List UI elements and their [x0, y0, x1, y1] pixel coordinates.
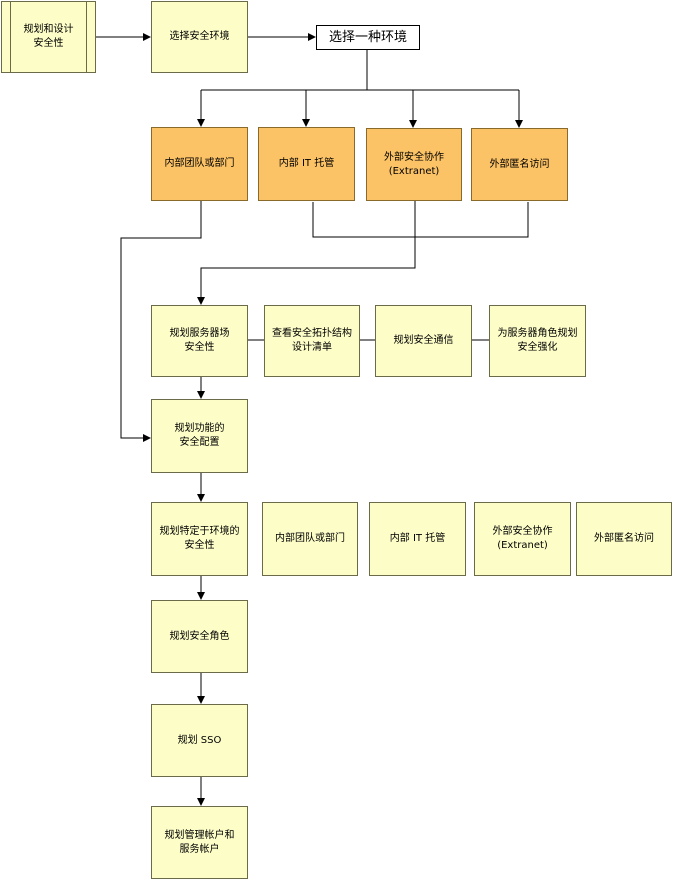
node-plan-farm-security: 规划服务器场 安全性 — [151, 305, 248, 377]
node-plan-secure-comm: 规划安全通信 — [375, 305, 472, 377]
node-label: 外部匿名访问 — [489, 158, 550, 170]
node-spec-internal-team: 内部团队或部门 — [262, 502, 358, 576]
node-label: 规划安全通信 — [393, 335, 454, 346]
node-env-internal-it: 内部 IT 托管 — [258, 127, 355, 201]
node-plan-accounts: 规划管理帐户和 服务帐户 — [151, 806, 248, 879]
node-env-extranet: 外部安全协作 (Extranet) — [366, 128, 462, 201]
node-plan-security-roles: 规划安全角色 — [151, 600, 248, 673]
node-label: 外部安全协作 (Extranet) — [492, 526, 553, 551]
node-label: 为服务器角色规划 安全强化 — [497, 328, 578, 353]
node-label: 规划和设计 安全性 — [23, 24, 74, 49]
node-label: 选择一种环境 — [328, 29, 407, 45]
node-label: 规划 SSO — [177, 734, 222, 746]
node-choose-one-env: 选择一种环境 — [316, 25, 420, 50]
node-spec-internal-it: 内部 IT 托管 — [369, 502, 466, 576]
arrow-env1-to-feature — [120, 201, 202, 442]
node-choose-security-env: 选择安全环境 — [151, 1, 248, 73]
node-label: 内部团队或部门 — [164, 158, 235, 169]
node-label: 选择安全环境 — [169, 31, 230, 42]
node-label: 外部匿名访问 — [594, 533, 654, 544]
node-plan-design-security: 规划和设计 安全性 — [1, 1, 96, 73]
node-label: 外部安全协作 (Extranet) — [384, 151, 444, 177]
node-label: 规划安全角色 — [169, 630, 230, 642]
arrow-env3-to-farm — [197, 201, 416, 305]
node-spec-anonymous: 外部匿名访问 — [576, 502, 672, 576]
node-label: 规划特定于环境的 安全性 — [159, 526, 240, 551]
node-label: 查看安全拓扑结构 设计清单 — [272, 328, 352, 353]
node-label: 规划功能的 安全配置 — [174, 423, 225, 448]
node-label: 内部 IT 托管 — [389, 533, 446, 544]
node-spec-extranet: 外部安全协作 (Extranet) — [474, 502, 571, 576]
node-review-topology: 查看安全拓扑结构 设计清单 — [264, 305, 360, 377]
node-label: 规划管理帐户和 服务帐户 — [164, 829, 235, 855]
node-plan-hardening: 为服务器角色规划 安全强化 — [489, 305, 586, 377]
node-plan-sso: 规划 SSO — [151, 704, 248, 777]
node-plan-env-specific: 规划特定于环境的 安全性 — [151, 502, 248, 576]
node-label: 内部 IT 托管 — [278, 158, 335, 169]
node-plan-feature-config: 规划功能的 安全配置 — [151, 399, 248, 473]
node-env-internal-team: 内部团队或部门 — [151, 127, 248, 201]
node-label: 内部团队或部门 — [275, 533, 345, 544]
node-env-anonymous: 外部匿名访问 — [471, 128, 568, 201]
line-env2-env4-join — [312, 202, 529, 238]
node-label: 规划服务器场 安全性 — [169, 328, 230, 353]
